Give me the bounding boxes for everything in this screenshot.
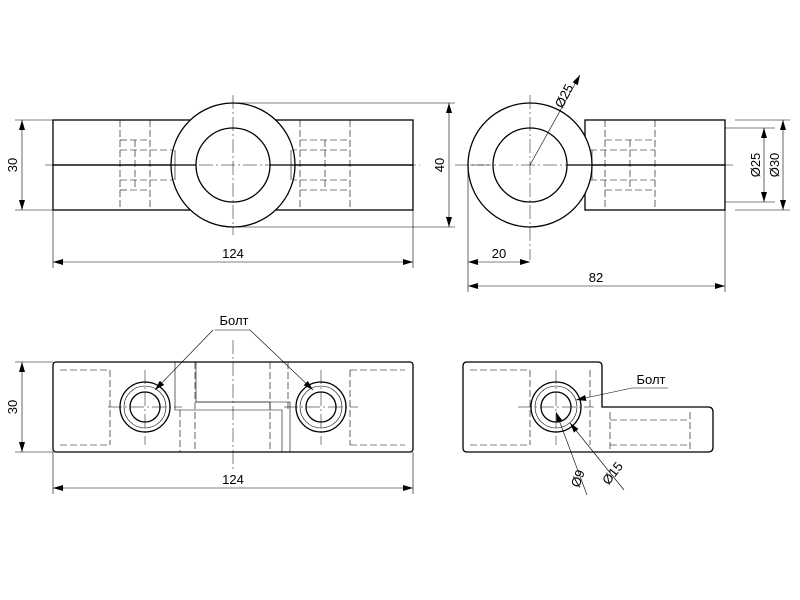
front-view-bolt-label: Болт [219,313,248,328]
front-view: Болт 30 124 [5,313,414,494]
end-view-bolt-callout: Болт [575,372,668,401]
side-view-dim-inner-diameter-label: Ø25 [748,153,763,178]
front-view-bolt-callout: Болт [154,313,314,391]
front-view-joint [174,362,271,411]
front-view-dim-height: 30 [5,361,53,453]
side-view-dim-diameters: Ø25 Ø30 [725,119,790,211]
side-view-dim-total: 82 [468,210,726,292]
top-view-dim-hub-height-label: 40 [432,158,447,172]
top-view: 30 124 40 [5,95,455,268]
top-view-hidden-lines [119,120,351,210]
end-view-hidden-lines [470,369,691,452]
end-view-outline [462,361,714,453]
top-view-dim-hub-height: 40 [233,102,455,228]
side-view-dim-offset: 20 [467,165,530,292]
side-view-dim-offset-label: 20 [492,246,506,261]
end-view-bolt-label: Болт [636,372,665,387]
side-view-dim-total-label: 82 [589,270,603,285]
front-view-dim-height-label: 30 [5,400,20,414]
side-view-dim-outer-diameter-label: Ø30 [767,153,782,178]
front-view-dim-length: 124 [52,452,414,494]
side-view: Ø25 Ø25 Ø30 20 82 [455,74,790,292]
top-view-dim-length-label: 124 [222,246,244,261]
end-view-dim-hole-outer-label: Ø15 [599,459,626,488]
front-view-dim-length-label: 124 [222,472,244,487]
end-view: Болт Ø9 Ø15 [462,361,714,496]
top-view-dim-height: 30 [5,119,53,211]
top-view-dim-height-label: 30 [5,158,20,172]
top-view-dim-length: 124 [52,210,414,268]
side-view-dim-outer-top-label: Ø25 [552,82,577,111]
end-view-dim-hole-inner-label: Ø9 [568,468,588,489]
